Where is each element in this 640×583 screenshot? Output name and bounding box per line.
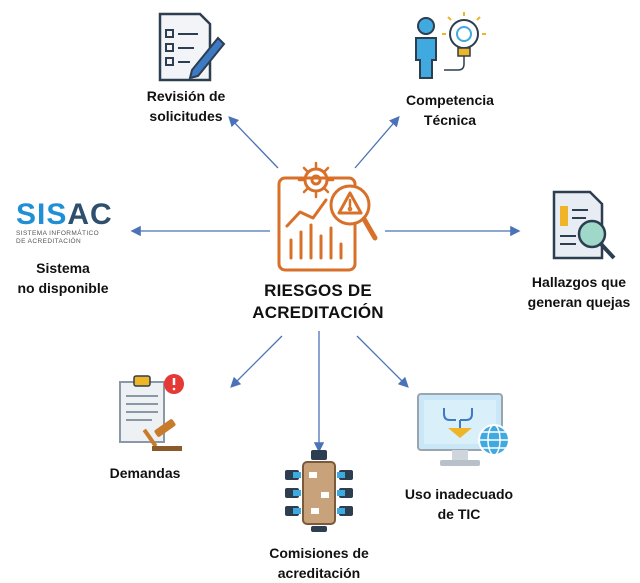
center-title-line1: RIESGOS DE (264, 281, 372, 300)
checklist-pen-icon (158, 12, 226, 82)
comisiones-label: Comisiones de acreditación (258, 543, 380, 583)
center-title-line2: ACREDITACIÓN (252, 303, 384, 322)
uso-tic-label: Uso inadecuado de TIC (398, 484, 520, 524)
hallazgos-label: Hallazgos que generan quejas (520, 272, 638, 312)
arrow-to-uso-tic (356, 335, 409, 388)
legal-document-gavel-icon (119, 374, 184, 451)
person-lightbulb-icon (415, 12, 486, 79)
hallazgos-line2: generan quejas (527, 294, 631, 310)
competencia-line2: Técnica (423, 112, 477, 128)
demandas-label: Demandas (109, 465, 181, 481)
meeting-table-icon (285, 450, 353, 532)
sistema-label: Sistema no disponible (8, 258, 118, 298)
sistema-line1: Sistema (36, 260, 90, 276)
sisac-sub1: SISTEMA INFORMÁTICO (16, 230, 100, 237)
competencia-line1: Competencia (406, 92, 494, 108)
uso-tic-line2: de TIC (437, 506, 481, 522)
sisac-logo: SISAC SISTEMA INFORMÁTICO DE ACREDITACIÓ… (16, 200, 116, 246)
risk-analysis-icon (277, 161, 378, 272)
document-magnifier-icon (552, 190, 616, 260)
comisiones-line1: Comisiones de (269, 545, 369, 561)
revision-line1: Revisión de (146, 88, 226, 104)
revision-label: Revisión de solicitudes (131, 86, 241, 126)
sisac-sub2: DE ACREDITACIÓN (16, 238, 82, 245)
arrow-to-competencia (354, 116, 400, 169)
sisac-sis: SIS (16, 198, 68, 231)
comisiones-line2: acreditación (277, 565, 361, 581)
arrow-to-demandas (230, 335, 283, 388)
arrow-to-revision (228, 116, 279, 169)
hallazgos-line1: Hallazgos que (531, 274, 627, 290)
revision-line2: solicitudes (149, 108, 223, 124)
competencia-label: Competencia Técnica (395, 90, 505, 130)
sistema-line2: no disponible (17, 280, 109, 296)
monitor-globe-icon (417, 393, 510, 466)
sisac-wordmark: SISAC (16, 200, 116, 230)
sisac-ac: AC (67, 198, 113, 231)
uso-tic-line1: Uso inadecuado (404, 486, 514, 502)
center-title: RIESGOS DE ACREDITACIÓN (233, 280, 403, 324)
